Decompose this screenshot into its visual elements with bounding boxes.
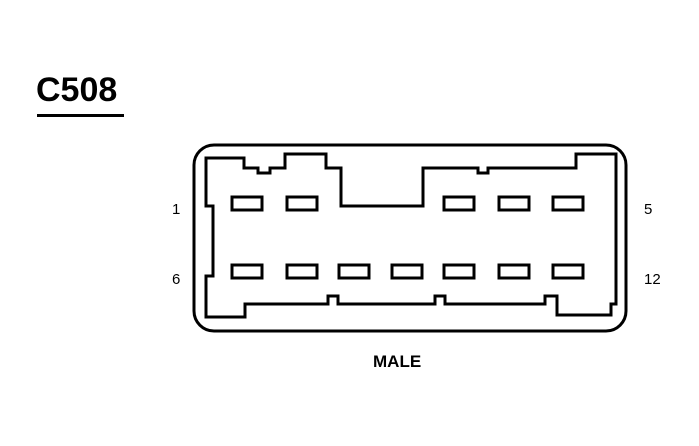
- connector-gender-label: MALE: [373, 352, 422, 371]
- pin-cavity-8: [337, 263, 371, 280]
- pin-cavity-2: [285, 195, 319, 212]
- pin-cavity-12: [551, 263, 585, 280]
- pin-cavity-7: [285, 263, 319, 280]
- bottom-row-cavities: [230, 263, 585, 280]
- pin-label-bottom-right: 12: [644, 271, 661, 288]
- pin-cavity-11: [497, 263, 531, 280]
- pin-cavity-6: [230, 263, 264, 280]
- pin-cavity-9: [390, 263, 424, 280]
- pin-cavity-5: [551, 195, 585, 212]
- connector-inner-shroud: [204, 152, 618, 319]
- pin-cavity-10: [442, 263, 476, 280]
- pin-cavity-1: [230, 195, 264, 212]
- title-underline: [37, 114, 124, 117]
- pin-label-top-left: 1: [172, 201, 181, 218]
- pin-label-top-right: 5: [644, 201, 653, 218]
- connector-id-title: C508: [36, 71, 118, 109]
- pin-label-bottom-left: 6: [172, 271, 181, 288]
- pin-cavity-3: [442, 195, 476, 212]
- connector-housing-outline: [192, 143, 628, 333]
- top-row-cavities: [230, 195, 585, 212]
- pin-cavity-4: [497, 195, 531, 212]
